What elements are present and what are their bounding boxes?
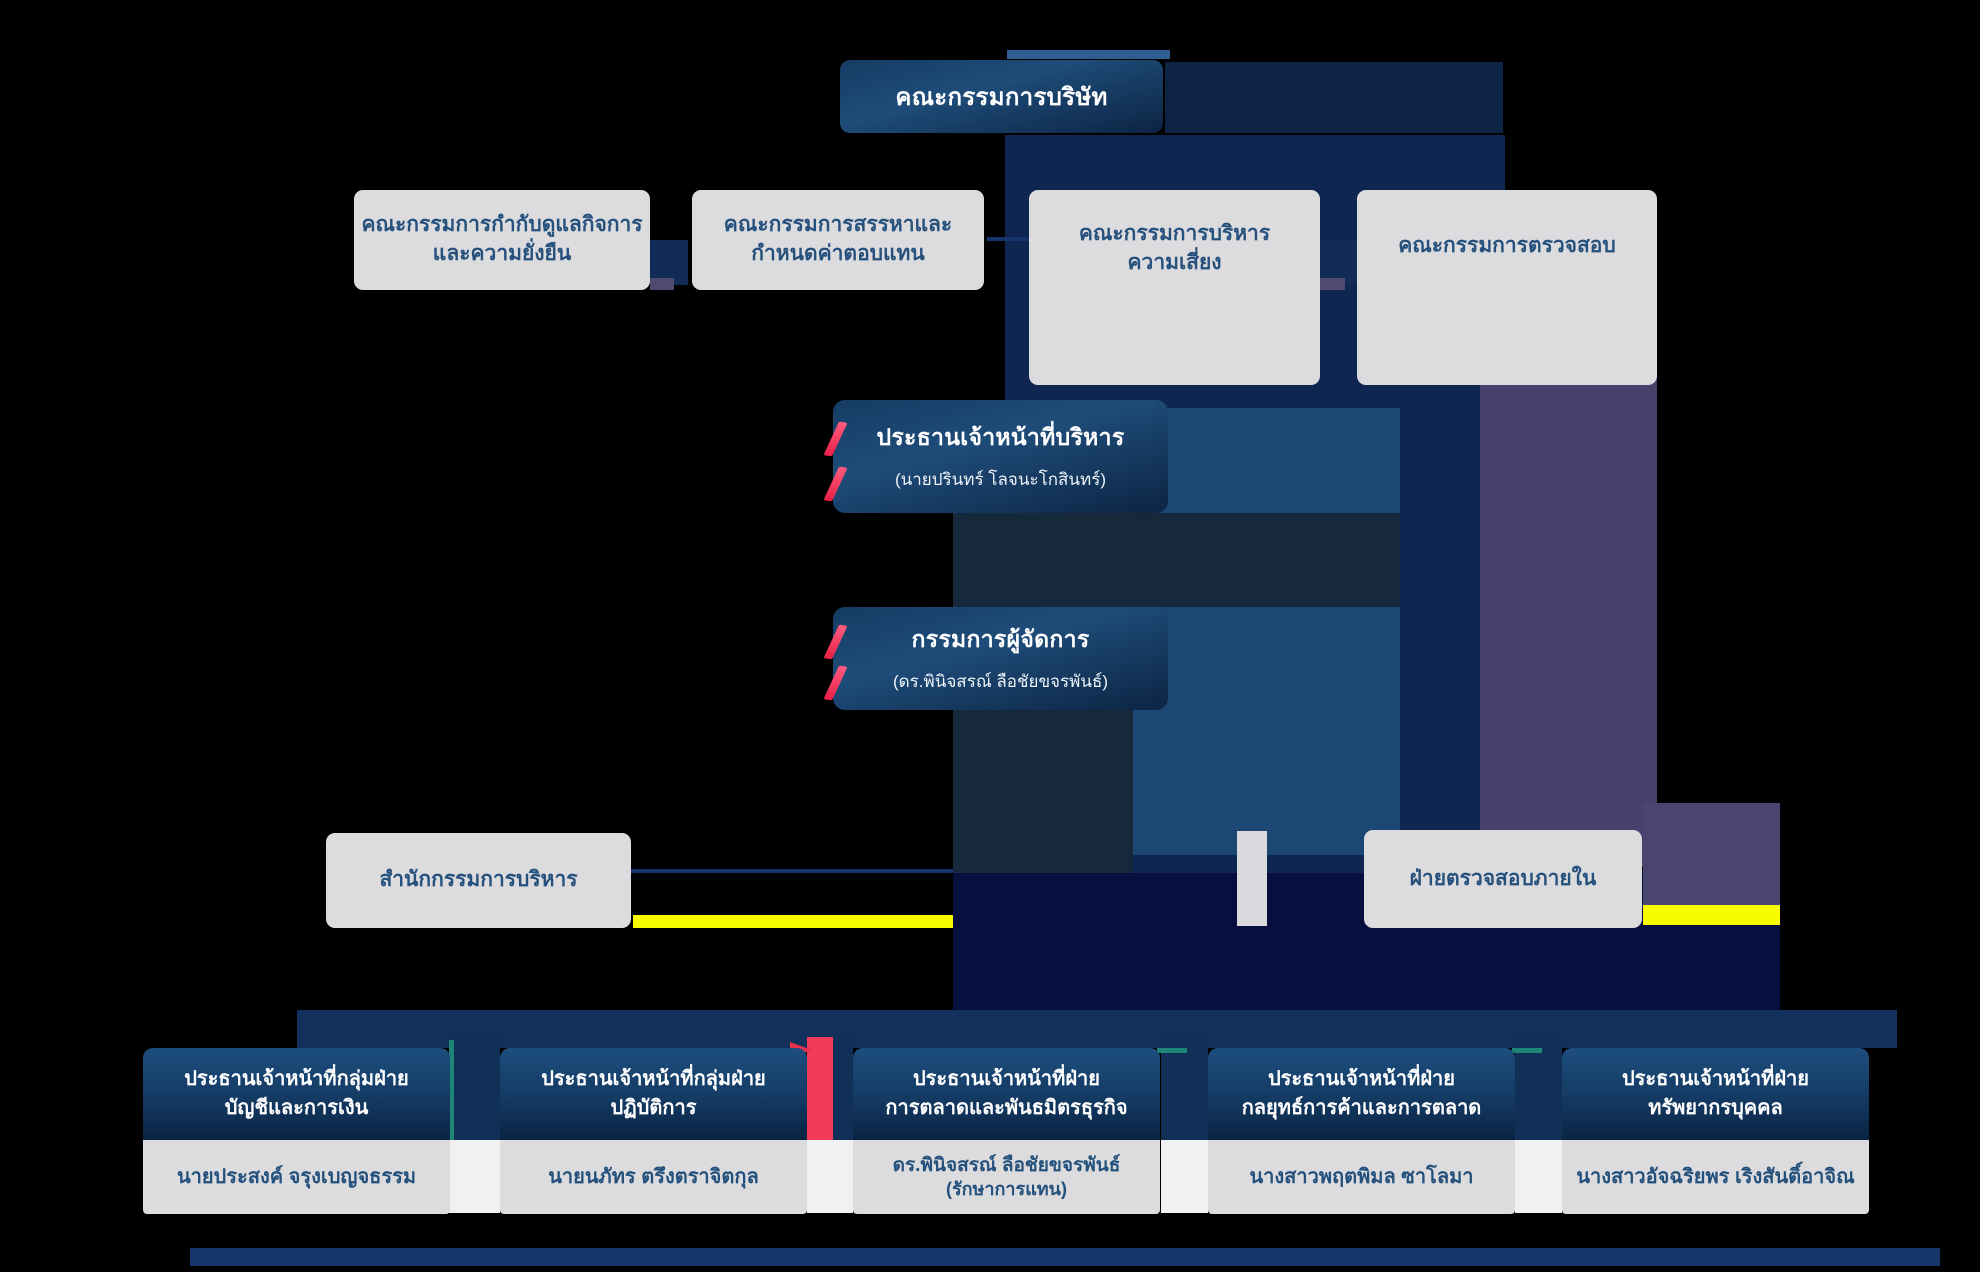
exec-card-operations-body: นายนภัทร ตรึงตราจิตกุล (500, 1140, 807, 1214)
exec-title-line2: ทรัพยากรบุคคล (1648, 1097, 1783, 1119)
bg-mid-slate-band (953, 513, 1400, 607)
connector-square-purple-sliver-1 (650, 278, 674, 290)
exec-card-finance: ประธานเจ้าหน้าที่กลุ่มฝ่าย บัญชีและการเง… (143, 1048, 450, 1214)
connector-board-trunk (987, 237, 1031, 241)
bg-gap-teal-tick-3 (1157, 1048, 1187, 1053)
committee-risk-line2: ความเสี่ยง (1127, 250, 1222, 274)
bg-purple-block-2 (1643, 803, 1780, 905)
exec-card-hr-header: ประธานเจ้าหน้าที่ฝ่าย ทรัพยากรบุคคล (1562, 1048, 1869, 1140)
exec-card-operations: ประธานเจ้าหน้าที่กลุ่มฝ่าย ปฏิบัติการ นา… (500, 1048, 807, 1214)
red-accent-stripe (823, 466, 848, 502)
connector-square-risk-audit (1320, 240, 1357, 285)
exec-title-line1: ประธานเจ้าหน้าที่กลุ่มฝ่าย (184, 1068, 409, 1090)
committee-risk-line1: คณะกรรมการบริหาร (1078, 222, 1271, 245)
exec-card-hr: ประธานเจ้าหน้าที่ฝ่าย ทรัพยากรบุคคล นางส… (1562, 1048, 1869, 1214)
exec-card-trade-strategy: ประธานเจ้าหน้าที่ฝ่าย กลยุทธ์การค้าและกา… (1208, 1048, 1515, 1214)
exec-name: นายประสงค์ จรุงเบญจธรรม (176, 1165, 417, 1188)
committee-risk-box: คณะกรรมการบริหาร ความเสี่ยง (1029, 190, 1320, 385)
bg-yellow-strip-left (633, 915, 953, 928)
committee-audit-line1: คณะกรรมการตรวจสอบ (1398, 234, 1616, 257)
exec-title-line1: ประธานเจ้าหน้าที่ฝ่าย (912, 1068, 1100, 1090)
bg-board-side-block (1165, 62, 1503, 133)
bg-gap-teal-line (449, 1040, 454, 1140)
exec-name: ดร.พินิจสรณ์ ลือชัยขจรพันธ์ (892, 1154, 1121, 1176)
bg-white-column (1237, 831, 1267, 926)
md-name: (ดร.พินิจสรณ์ ลือชัยขจรพันธ์) (892, 672, 1109, 691)
exec-card-operations-header: ประธานเจ้าหน้าที่กลุ่มฝ่าย ปฏิบัติการ (500, 1048, 807, 1140)
exec-card-marketing: ประธานเจ้าหน้าที่ฝ่าย การตลาดและพันธมิตร… (853, 1048, 1160, 1214)
bg-gap-column-2 (833, 1037, 853, 1140)
bg-body-gap-filler-2 (807, 1140, 853, 1213)
bg-gap-teal-tick-4 (1512, 1048, 1542, 1053)
exec-name: นางสาวอัจฉริยพร เริงสันติ์อาจิณ (1576, 1165, 1855, 1188)
bg-yellow-strip-right (1643, 905, 1780, 925)
exec-title-line2: การตลาดและพันธมิตรธุรกิจ (885, 1097, 1128, 1119)
connector-square-governance-nomination (650, 240, 688, 285)
connector-office-line (631, 869, 953, 873)
committee-governance-line2: และความยั่งยืน (432, 242, 572, 265)
bg-body-gap-filler-3 (1161, 1140, 1208, 1213)
red-accent-stripe (823, 421, 848, 457)
exec-card-finance-header: ประธานเจ้าหน้าที่กลุ่มฝ่าย บัญชีและการเง… (143, 1048, 450, 1140)
exec-name: นางสาวพฤตพิมล ซาโลมา (1249, 1165, 1474, 1188)
exec-title-line2: บัญชีและการเงิน (224, 1097, 369, 1119)
red-accent-stripe (823, 665, 848, 701)
exec-card-trade-strategy-body: นางสาวพฤตพิมล ซาโลมา (1208, 1140, 1515, 1214)
exec-title-line2: กลยุทธ์การค้าและการตลาด (1241, 1097, 1482, 1119)
red-accent-stripe (823, 624, 848, 660)
bg-ceo-side-blue-block (1133, 408, 1400, 513)
exec-title-line1: ประธานเจ้าหน้าที่กลุ่มฝ่าย (541, 1068, 766, 1090)
exec-name: นายนภัทร ตรึงตราจิตกุล (548, 1165, 759, 1188)
exec-title-line2: ปฏิบัติการ (610, 1097, 697, 1119)
md-box: กรรมการผู้จัดการ (ดร.พินิจสรณ์ ลือชัยขจร… (823, 607, 1168, 710)
exec-card-marketing-header: ประธานเจ้าหน้าที่ฝ่าย การตลาดและพันธมิตร… (853, 1048, 1160, 1140)
bg-top-light-strip (1007, 50, 1170, 59)
ceo-name: (นายปรินทร์ โลจนะโกสินทร์) (894, 470, 1107, 489)
bg-body-gap-filler-4 (1515, 1140, 1562, 1213)
connector-square-purple-sliver-2 (1320, 278, 1345, 290)
exec-card-finance-body: นายประสงค์ จรุงเบญจธรรม (143, 1140, 450, 1214)
office-internal-audit-label: ฝ่ายตรวจสอบภายใน (1409, 866, 1597, 890)
bg-body-gap-filler-1 (449, 1140, 500, 1213)
ceo-title: ประธานเจ้าหน้าที่บริหาร (876, 424, 1125, 450)
office-executive-box: สำนักกรรมการบริหาร (326, 833, 631, 928)
office-executive-label: สำนักกรรมการบริหาร (379, 868, 578, 892)
committee-governance-line1: คณะกรรมการกำกับดูแลกิจการ (361, 213, 643, 237)
board-label: คณะกรรมการบริษัท (895, 84, 1108, 111)
exec-title-line1: ประธานเจ้าหน้าที่ฝ่าย (1267, 1068, 1455, 1090)
exec-card-trade-strategy-header: ประธานเจ้าหน้าที่ฝ่าย กลยุทธ์การค้าและกา… (1208, 1048, 1515, 1140)
exec-card-hr-body: นางสาวอัจฉริยพร เริงสันติ์อาจิณ (1562, 1140, 1869, 1214)
bg-md-side-blue-block (1133, 607, 1400, 855)
exec-title-line1: ประธานเจ้าหน้าที่ฝ่าย (1621, 1068, 1809, 1090)
committee-nomination-line2: กำหนดค่าตอบแทน (751, 242, 925, 265)
committee-nomination-line1: คณะกรรมการสรรหาและ (723, 213, 953, 237)
board-box: คณะกรรมการบริษัท (840, 60, 1163, 133)
bg-gap-column-1 (449, 1037, 500, 1140)
bg-bottom-strip (190, 1248, 1940, 1266)
bg-executive-band (297, 1010, 1897, 1048)
committee-governance-box: คณะกรรมการกำกับดูแลกิจการ และความยั่งยืน (354, 190, 650, 290)
bg-gap-column-4 (1515, 1037, 1562, 1140)
bg-gap-column-3 (1161, 1037, 1208, 1140)
ceo-box: ประธานเจ้าหน้าที่บริหาร (นายปรินทร์ โลจน… (823, 400, 1168, 513)
committee-audit-box: คณะกรรมการตรวจสอบ (1357, 190, 1657, 385)
exec-card-marketing-body: ดร.พินิจสรณ์ ลือชัยขจรพันธ์ (รักษาการแทน… (853, 1140, 1160, 1214)
exec-note: (รักษาการแทน) (946, 1178, 1067, 1199)
md-title: กรรมการผู้จัดการ (911, 626, 1090, 652)
office-internal-audit-box: ฝ่ายตรวจสอบภายใน (1364, 830, 1642, 928)
bg-gap-column-2-red (807, 1037, 833, 1140)
committee-nomination-box: คณะกรรมการสรรหาและ กำหนดค่าตอบแทน (692, 190, 984, 290)
